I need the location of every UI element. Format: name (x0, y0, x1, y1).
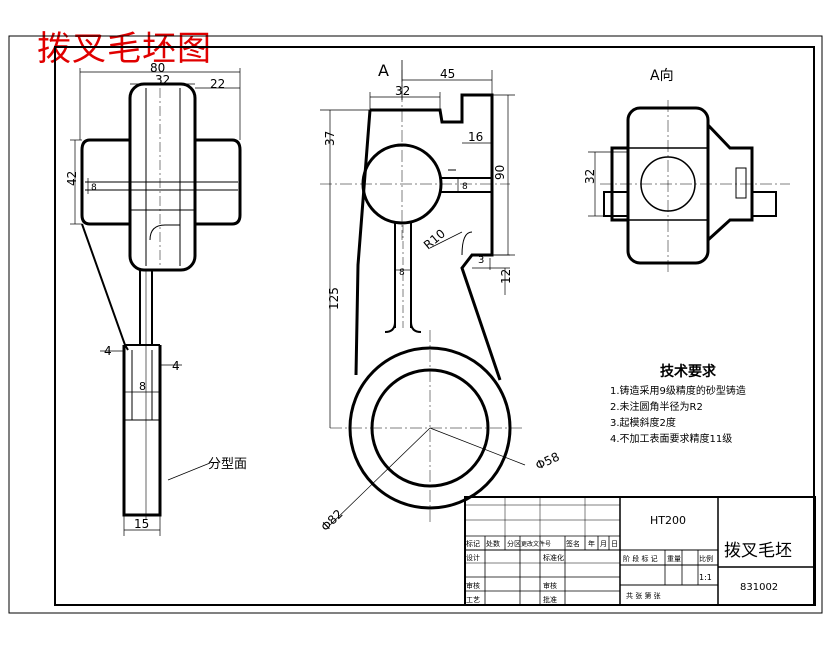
dim-8-main: 8 (462, 182, 468, 192)
weight-label: 重量 (667, 555, 681, 563)
header-cell: 年 (588, 539, 595, 548)
dim-22: 22 (210, 77, 225, 91)
dim-3: 3 (478, 255, 484, 266)
requirement-item: 3.起模斜度2度 (610, 416, 676, 429)
dim-32-top: 32 (155, 73, 170, 87)
sheets-label: 共 张 第 张 (626, 591, 661, 600)
requirement-item: 1.铸造采用9级精度的砂型铸造 (610, 384, 746, 397)
dim-45: 45 (440, 67, 455, 81)
view-label-a: A (378, 61, 389, 80)
requirements-title: 技术要求 (660, 363, 717, 380)
left-view (70, 68, 242, 536)
title-block-header: 标记 处数 分区 更改文件号 签名 年 月 日 (466, 539, 618, 548)
dim-diameter-58: Φ58 (533, 450, 561, 473)
header-cell: 更改文件号 (521, 540, 551, 548)
drawing-caption: 拨叉毛坯图 (37, 29, 212, 69)
header-cell: 标记 (466, 539, 480, 548)
main-view (320, 60, 526, 526)
scale-label: 比例 (699, 554, 713, 563)
dim-4-left: 4 (104, 344, 112, 358)
dim-37: 37 (323, 131, 337, 146)
stage-label: 阶 段 标 记 (623, 554, 658, 563)
dim-125: 125 (327, 287, 341, 310)
view-a-label: A向 (650, 68, 674, 84)
dim-12: 12 (499, 269, 513, 284)
material: HT200 (650, 514, 686, 527)
dim-90: 90 (493, 165, 507, 180)
scale-value: 1:1 (699, 573, 712, 582)
dim-8-left: 8 (91, 183, 97, 193)
drawing-frame (8, 35, 823, 614)
header-cell: 签名 (566, 539, 580, 548)
row-approve: 批准 (543, 595, 557, 604)
row-standard: 标准化 (543, 553, 564, 562)
row-check: 审核 (466, 581, 480, 590)
dim-32-view: 32 (583, 169, 597, 184)
dim-15: 15 (134, 517, 149, 531)
row-process: 工艺 (466, 596, 480, 604)
dim-diameter-82: Φ82 (318, 507, 345, 534)
header-cell: 日 (611, 540, 618, 548)
dim-80: 80 (150, 61, 165, 75)
requirement-item: 4.不加工表面要求精度11级 (610, 432, 732, 445)
dim-8-bottom: 8 (139, 380, 146, 393)
dim-4-right: 4 (172, 359, 180, 373)
dim-42: 42 (65, 171, 79, 186)
row-audit: 审核 (543, 581, 557, 590)
header-cell: 月 (600, 540, 607, 548)
header-cell: 分区 (507, 539, 521, 548)
dim-r10: R10 (421, 226, 448, 252)
drawing-number: 831002 (740, 582, 778, 593)
view-a (588, 100, 790, 272)
dim-16: 16 (468, 130, 483, 144)
dim-8-rib: 8 (399, 268, 405, 278)
parting-line-label: 分型面 (208, 457, 247, 472)
dim-32-main: 32 (395, 84, 410, 98)
part-name: 拨叉毛坯 (724, 541, 792, 561)
header-cell: 处数 (486, 539, 500, 548)
title-block (464, 496, 816, 606)
row-design: 设计 (466, 553, 480, 562)
requirement-item: 2.未注圆角半径为R2 (610, 400, 703, 413)
